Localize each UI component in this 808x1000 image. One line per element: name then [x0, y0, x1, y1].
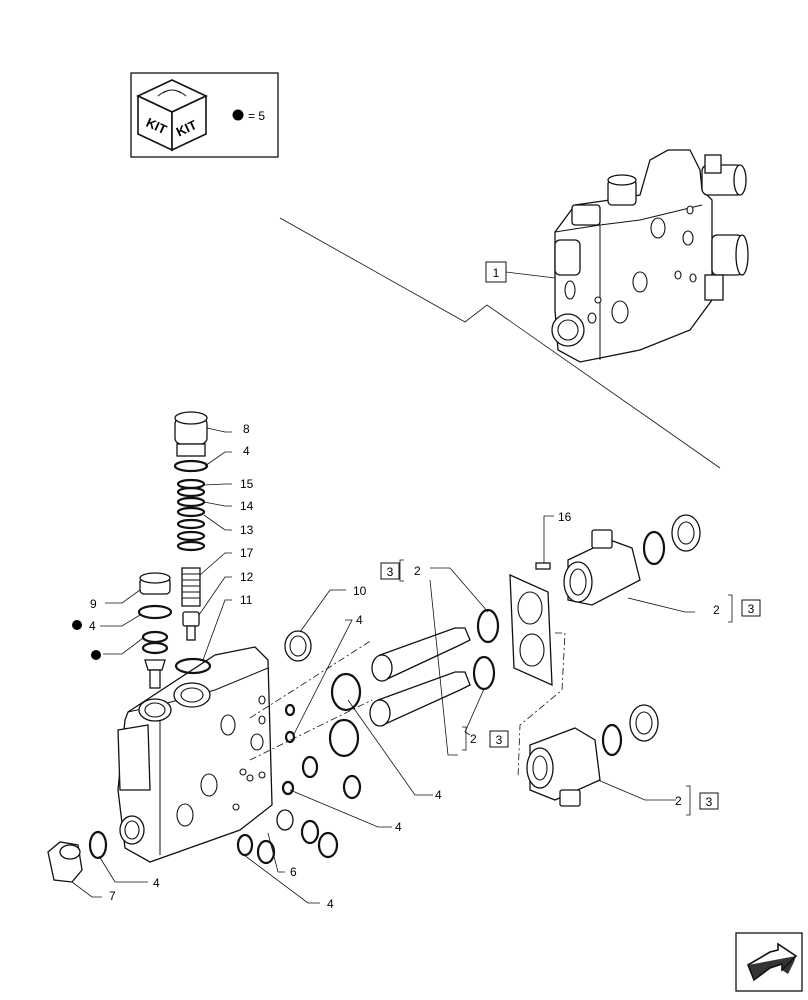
kit-legend: KIT KIT = 5 [130, 72, 279, 158]
kit-box-icon: KIT KIT [136, 79, 208, 152]
section-divider-line [279, 217, 721, 469]
callout-8[interactable]: 8 [243, 422, 250, 436]
kit-dot-icon [232, 109, 244, 121]
end-cap-parts [526, 514, 701, 807]
callout-11[interactable]: 11 [240, 593, 253, 607]
callout-4-lower[interactable]: 4 [395, 820, 402, 834]
callout-12[interactable]: 12 [240, 570, 254, 584]
svg-text:2: 2 [713, 603, 720, 617]
callout-17[interactable]: 17 [240, 546, 254, 560]
callout-2-3-cap-lower[interactable]: 2 3 [675, 785, 719, 816]
svg-text:3: 3 [706, 795, 713, 809]
valve-body-illustration [117, 646, 273, 863]
next-page-arrow-icon[interactable] [735, 932, 803, 992]
leader-lines [71, 427, 695, 904]
callout-2-3-middle[interactable]: 2 3 [462, 726, 509, 751]
top-stack-parts [173, 411, 212, 675]
callout-9[interactable]: 9 [90, 597, 97, 611]
left-side-parts [47, 572, 173, 883]
callout-4-kit[interactable]: 4 [89, 619, 96, 633]
kit-dot-icon [91, 650, 101, 660]
callout-16[interactable]: 16 [558, 510, 572, 524]
middle-parts [236, 630, 373, 865]
svg-text:2: 2 [470, 732, 477, 746]
svg-text:3: 3 [496, 733, 503, 747]
callout-14[interactable]: 14 [240, 499, 254, 513]
callout-13[interactable]: 13 [240, 523, 254, 537]
cover-plate-parts [509, 562, 566, 779]
callout-2-3-cap-upper[interactable]: 2 3 [713, 594, 761, 623]
callout-4-bottom[interactable]: 4 [327, 897, 334, 911]
svg-text:2: 2 [414, 564, 421, 578]
callout-10[interactable]: 10 [353, 584, 367, 598]
svg-text:2: 2 [675, 794, 682, 808]
svg-text:3: 3 [748, 602, 755, 616]
kit-legend-text: = 5 [248, 109, 265, 123]
callout-7[interactable]: 7 [109, 889, 116, 903]
svg-text:1: 1 [493, 266, 500, 280]
callout-2-3-upper[interactable]: 3 2 [380, 559, 421, 582]
callout-15[interactable]: 15 [240, 477, 254, 491]
svg-text:3: 3 [387, 565, 394, 579]
assembled-valve-illustration [551, 149, 749, 363]
spool-parts [369, 608, 500, 727]
kit-dot-icon [72, 620, 82, 630]
callout-6[interactable]: 6 [290, 865, 297, 879]
callout-4-mid[interactable]: 4 [435, 788, 442, 802]
callout-4-top[interactable]: 4 [243, 444, 250, 458]
callout-4-left[interactable]: 4 [153, 876, 160, 890]
callout-1[interactable]: 1 [485, 261, 556, 283]
callout-labels: 8 4 15 14 13 17 12 11 9 4 10 4 4 4 6 4 4… [72, 422, 572, 911]
callout-4-right[interactable]: 4 [356, 613, 363, 627]
